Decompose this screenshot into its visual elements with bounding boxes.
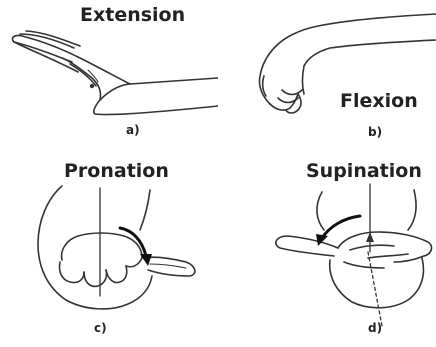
panel-letter-a: a) bbox=[126, 123, 140, 137]
panel-letter-b: b) bbox=[368, 125, 382, 139]
panel-flexion: Flexion b) bbox=[218, 0, 436, 150]
rotation-arrow-icon bbox=[120, 228, 146, 256]
panel-title-pronation: Pronation bbox=[64, 160, 169, 182]
panel-title-supination: Supination bbox=[306, 160, 422, 182]
panel-letter-c: c) bbox=[94, 321, 107, 335]
rotation-arrow-icon bbox=[322, 216, 360, 238]
panel-title-flexion: Flexion bbox=[340, 90, 418, 112]
panel-letter-d: d) bbox=[368, 321, 382, 335]
hand-flexion-illustration bbox=[218, 0, 436, 150]
panel-pronation: Pronation c) bbox=[0, 150, 218, 347]
panel-extension: Extension a) bbox=[0, 0, 218, 150]
panel-title-extension: Extension bbox=[80, 4, 185, 26]
panel-supination: Supination d) bbox=[218, 150, 436, 347]
